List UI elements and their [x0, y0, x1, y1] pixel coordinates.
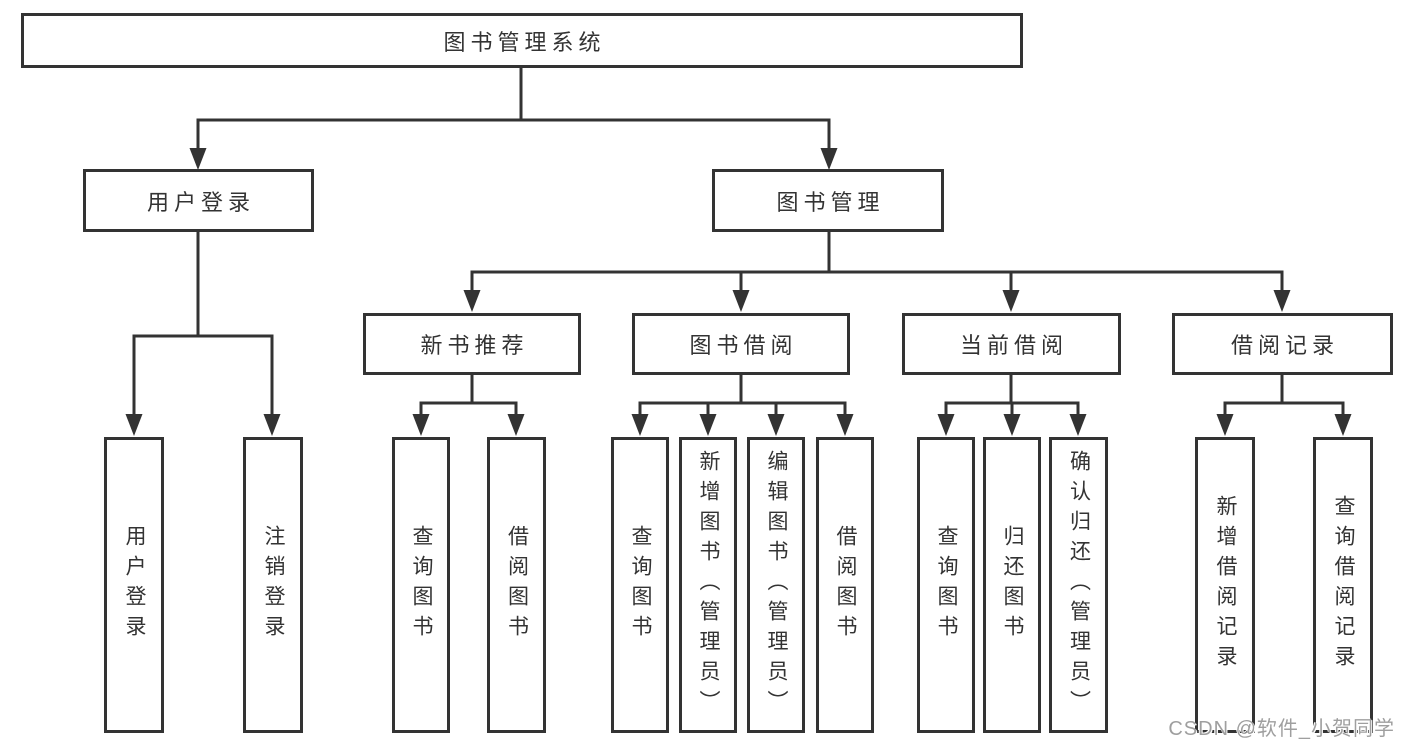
node-book-borrow: 图书借阅 — [632, 313, 850, 375]
node-current-borrow: 当前借阅 — [902, 313, 1121, 375]
node-borrow-records: 借阅记录 — [1172, 313, 1393, 375]
leaf-cb-confirm-return-admin: 确认归还（管理员） — [1049, 437, 1108, 733]
node-label: 查询图书 — [629, 525, 652, 645]
leaf-bb-add-book-admin: 新增图书（管理员） — [679, 437, 737, 733]
csdn-watermark: CSDN @软件_小贺同学 — [1168, 718, 1395, 740]
node-label: 借阅图书 — [505, 525, 529, 645]
leaf-br-add-record: 新增借阅记录 — [1195, 437, 1255, 733]
node-label: 图书借阅 — [689, 333, 798, 358]
node-label: 查询图书 — [935, 525, 958, 645]
node-label: 图书管理系统 — [443, 29, 606, 55]
leaf-bb-borrow-books: 借阅图书 — [816, 437, 874, 733]
node-root-library-system: 图书管理系统 — [21, 13, 1023, 68]
node-label: 编辑图书（管理员） — [765, 450, 788, 720]
leaf-nbr-borrow-books: 借阅图书 — [487, 437, 546, 733]
node-label: 图书管理 — [776, 189, 885, 215]
leaf-bb-query-books: 查询图书 — [611, 437, 669, 733]
node-label: 新增借阅记录 — [1214, 495, 1237, 675]
node-user-login: 用户登录 — [83, 169, 314, 232]
node-label: 用户登录 — [123, 525, 146, 645]
leaf-cb-return-books: 归还图书 — [983, 437, 1041, 733]
node-new-book-recommend: 新书推荐 — [363, 313, 581, 375]
node-label: 用户登录 — [146, 189, 255, 215]
node-label: 新增图书（管理员） — [697, 450, 720, 720]
node-label: 确认归还（管理员） — [1067, 450, 1091, 720]
leaf-nbr-query-books: 查询图书 — [392, 437, 450, 733]
node-label: 归还图书 — [1001, 525, 1024, 645]
leaf-br-query-record: 查询借阅记录 — [1313, 437, 1373, 733]
node-book-management: 图书管理 — [712, 169, 944, 232]
leaf-user-login: 用户登录 — [104, 437, 164, 733]
leaf-cb-query-books: 查询图书 — [917, 437, 975, 733]
node-label: 查询图书 — [410, 525, 433, 645]
arrowheads — [125, 148, 1352, 436]
leaf-bb-edit-book-admin: 编辑图书（管理员） — [747, 437, 805, 733]
node-label: 借阅记录 — [1230, 333, 1339, 358]
node-label: 查询借阅记录 — [1332, 495, 1355, 675]
leaf-logout: 注销登录 — [243, 437, 303, 733]
node-label: 借阅图书 — [834, 525, 857, 645]
node-label: 当前借阅 — [959, 333, 1068, 358]
node-label: 新书推荐 — [420, 333, 529, 358]
node-label: 注销登录 — [262, 525, 285, 645]
